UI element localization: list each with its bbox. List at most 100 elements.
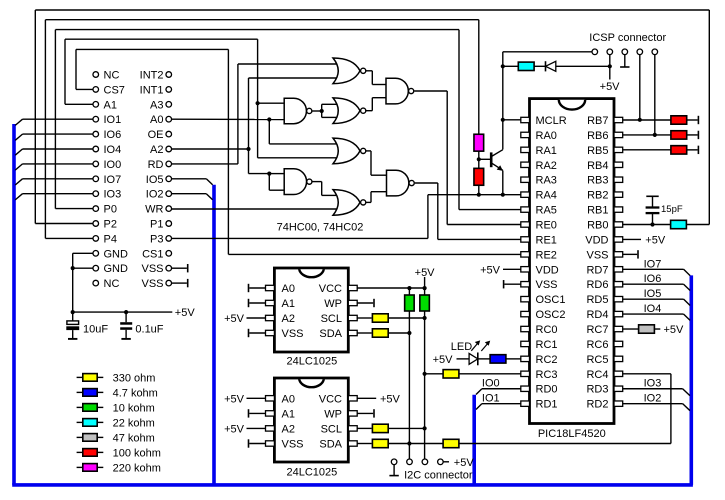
svg-text:VSS: VSS xyxy=(282,328,304,340)
svg-text:GND: GND xyxy=(104,263,129,275)
svg-text:A2: A2 xyxy=(282,313,295,325)
svg-text:NC: NC xyxy=(104,278,120,290)
svg-text:+5V: +5V xyxy=(600,81,621,93)
svg-text:22 kohm: 22 kohm xyxy=(113,417,155,429)
svg-text:VDD: VDD xyxy=(536,264,559,276)
svg-text:SDA: SDA xyxy=(319,439,342,451)
svg-text:0.1uF: 0.1uF xyxy=(135,324,163,336)
svg-text:RA5: RA5 xyxy=(536,205,557,217)
svg-text:A0: A0 xyxy=(150,114,163,126)
svg-text:RC5: RC5 xyxy=(586,354,608,366)
svg-text:+5V: +5V xyxy=(664,324,685,336)
svg-text:IO3: IO3 xyxy=(644,378,662,390)
svg-text:P4: P4 xyxy=(104,233,117,245)
svg-text:A3: A3 xyxy=(150,99,163,111)
svg-text:RB0: RB0 xyxy=(587,220,608,232)
svg-text:WP: WP xyxy=(324,298,342,310)
svg-text:CS1: CS1 xyxy=(142,248,163,260)
svg-text:A1: A1 xyxy=(104,99,117,111)
svg-text:330 ohm: 330 ohm xyxy=(113,372,156,384)
svg-text:RC4: RC4 xyxy=(586,369,608,381)
svg-text:A1: A1 xyxy=(282,298,295,310)
svg-text:A1: A1 xyxy=(282,408,295,420)
svg-text:I2C connector: I2C connector xyxy=(404,470,473,482)
svg-text:RB1: RB1 xyxy=(587,205,608,217)
svg-text:CS7: CS7 xyxy=(104,84,125,96)
svg-text:RD1: RD1 xyxy=(536,399,558,411)
svg-text:IO2: IO2 xyxy=(644,393,662,405)
svg-text:IO1: IO1 xyxy=(482,393,500,405)
svg-text:RD5: RD5 xyxy=(586,294,608,306)
svg-text:INT2: INT2 xyxy=(140,70,164,82)
svg-text:+5V: +5V xyxy=(224,423,245,435)
svg-text:IO4: IO4 xyxy=(644,303,662,315)
svg-text:RB6: RB6 xyxy=(587,130,608,142)
svg-text:ICSP connector: ICSP connector xyxy=(589,32,666,44)
svg-text:VSS: VSS xyxy=(536,279,558,291)
svg-text:IO6: IO6 xyxy=(104,129,122,141)
svg-text:IO4: IO4 xyxy=(104,144,122,156)
svg-text:IO1: IO1 xyxy=(104,114,122,126)
svg-text:IO0: IO0 xyxy=(482,378,500,390)
svg-text:MCLR: MCLR xyxy=(536,115,567,127)
svg-text:+5V: +5V xyxy=(175,307,196,319)
svg-text:RE1: RE1 xyxy=(536,234,557,246)
svg-text:RD6: RD6 xyxy=(586,279,608,291)
svg-text:RB7: RB7 xyxy=(587,115,608,127)
svg-text:SDA: SDA xyxy=(319,328,342,340)
svg-text:IO7: IO7 xyxy=(104,174,122,186)
svg-text:RC6: RC6 xyxy=(586,339,608,351)
svg-text:IO6: IO6 xyxy=(644,273,662,285)
svg-text:15pF: 15pF xyxy=(661,204,683,215)
svg-text:RB5: RB5 xyxy=(587,145,608,157)
svg-text:P2: P2 xyxy=(104,219,117,231)
svg-text:NC: NC xyxy=(104,70,120,82)
svg-text:+5V: +5V xyxy=(380,393,401,405)
svg-text:VCC: VCC xyxy=(319,393,342,405)
svg-text:4.7 kohm: 4.7 kohm xyxy=(113,387,158,399)
svg-text:74HC00, 74HC02: 74HC00, 74HC02 xyxy=(277,222,364,234)
svg-text:A2: A2 xyxy=(150,144,163,156)
svg-text:RA2: RA2 xyxy=(536,160,557,172)
svg-text:RD7: RD7 xyxy=(586,264,608,276)
svg-text:10uF: 10uF xyxy=(83,324,108,336)
svg-text:RD: RD xyxy=(148,159,164,171)
svg-text:RE0: RE0 xyxy=(536,220,557,232)
svg-text:A2: A2 xyxy=(282,423,295,435)
svg-text:RB3: RB3 xyxy=(587,175,608,187)
svg-text:VSS: VSS xyxy=(586,249,608,261)
svg-text:RC2: RC2 xyxy=(536,354,558,366)
svg-text:RE2: RE2 xyxy=(536,249,557,261)
svg-text:OSC2: OSC2 xyxy=(536,309,566,321)
svg-text:PIC18LF4520: PIC18LF4520 xyxy=(538,428,606,440)
svg-text:OE: OE xyxy=(148,129,164,141)
svg-text:IO0: IO0 xyxy=(104,159,122,171)
svg-text:P0: P0 xyxy=(104,204,117,216)
svg-text:IO3: IO3 xyxy=(104,189,122,201)
svg-text:A0: A0 xyxy=(282,283,295,295)
svg-text:RA3: RA3 xyxy=(536,175,557,187)
svg-text:RA4: RA4 xyxy=(536,190,557,202)
svg-text:220 kohm: 220 kohm xyxy=(113,462,161,474)
svg-text:LED: LED xyxy=(451,341,472,353)
svg-text:IO5: IO5 xyxy=(146,174,164,186)
svg-text:VSS: VSS xyxy=(141,278,163,290)
svg-text:RC1: RC1 xyxy=(536,339,558,351)
svg-text:RD3: RD3 xyxy=(586,384,608,396)
svg-text:24LC1025: 24LC1025 xyxy=(287,356,338,368)
svg-text:VDD: VDD xyxy=(585,234,608,246)
svg-text:RD2: RD2 xyxy=(586,399,608,411)
svg-text:+5V: +5V xyxy=(645,234,666,246)
svg-text:RD4: RD4 xyxy=(586,309,608,321)
svg-text:RB4: RB4 xyxy=(587,160,608,172)
svg-text:A0: A0 xyxy=(282,393,295,405)
svg-text:OSC1: OSC1 xyxy=(536,294,566,306)
svg-text:47 kohm: 47 kohm xyxy=(113,432,155,444)
svg-text:100 kohm: 100 kohm xyxy=(113,447,161,459)
svg-text:WP: WP xyxy=(324,408,342,420)
svg-text:IO7: IO7 xyxy=(644,258,662,270)
svg-text:GND: GND xyxy=(104,248,129,260)
svg-text:RC7: RC7 xyxy=(586,324,608,336)
svg-text:RA1: RA1 xyxy=(536,145,557,157)
svg-text:+5V: +5V xyxy=(224,313,245,325)
